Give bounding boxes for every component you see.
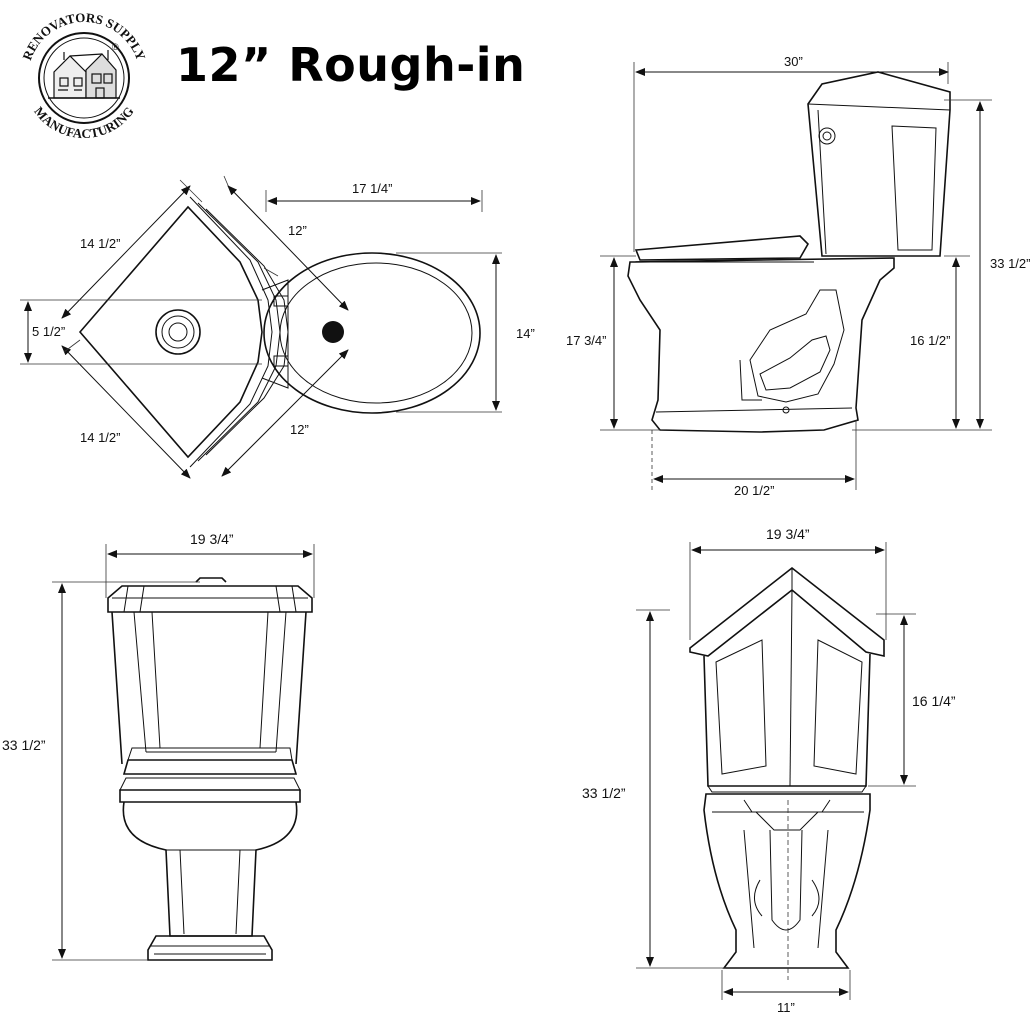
top-view-drawing: [20, 175, 502, 479]
side-dim-left-seat: 17 3/4”: [566, 333, 606, 348]
side-dim-right-total: 33 1/2”: [990, 256, 1030, 271]
top-dim-left-upper: 14 1/2”: [80, 236, 120, 251]
page-title: 12” Rough-in: [176, 38, 526, 92]
registered-mark: ®: [112, 42, 119, 52]
side-dim-right-seat: 16 1/2”: [910, 333, 950, 348]
side-view-drawing: [600, 62, 992, 490]
back-dim-right: 16 1/4”: [912, 693, 956, 709]
front-dim-left: 33 1/2”: [2, 737, 46, 753]
brand-logo: RENOVATORS SUPPLY MANUFACTURING ®: [19, 12, 149, 140]
top-dim-top: 17 1/4”: [352, 181, 392, 196]
top-dim-diag-upper: 12”: [288, 223, 307, 238]
top-dim-left-mid: 5 1/2”: [32, 324, 65, 339]
house-emblem: [48, 50, 120, 99]
side-dim-bottom: 20 1/2”: [734, 483, 774, 498]
top-dim-diag-lower: 12”: [290, 422, 309, 437]
top-dim-left-lower: 14 1/2”: [80, 430, 120, 445]
front-dim-top: 19 3/4”: [190, 531, 234, 547]
top-dim-right: 14”: [516, 326, 535, 341]
back-view-drawing: [636, 542, 916, 1000]
back-dim-bottom: 11”: [777, 1000, 795, 1015]
front-view-drawing: [52, 544, 315, 961]
back-dim-top: 19 3/4”: [766, 526, 810, 542]
side-dim-top: 30”: [784, 54, 803, 69]
back-dim-left: 33 1/2”: [582, 785, 626, 801]
